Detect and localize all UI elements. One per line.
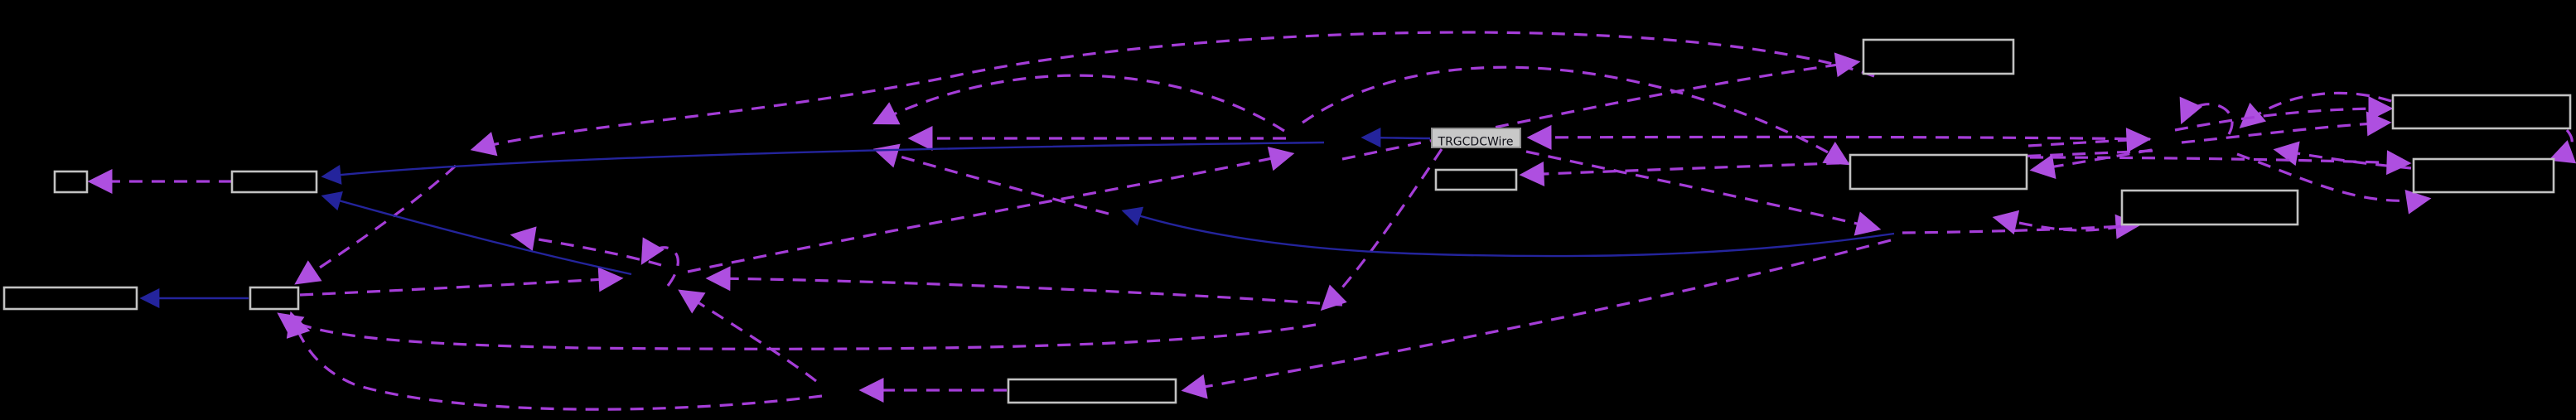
graph-node-box-right-mid[interactable] [1849,153,2028,191]
graph-edge-inh-hubD-to-b2-lower [321,191,632,276]
graph-node-box-top-right[interactable] [1862,38,2015,75]
graph-edge-dep-hubD-to-H [687,147,1295,273]
graph-edge-dep-F-to-b8 [1902,214,2141,239]
graph-edge-dep-b5-to-b7-left [2029,150,2412,176]
graph-node-box-below-current[interactable] [1434,168,1518,191]
graph-edge-inh-to-b2-upper [321,141,1325,185]
graph-edge-dep-current-to-F [1525,150,1882,236]
graph-edge-dep-E-to-current [1526,124,2151,150]
graph-node-box-left-mid[interactable] [230,170,318,194]
graph-edge-dep-b5-to-E [2027,128,2152,153]
graph-edge-dep-b6-to-E [2239,91,2392,128]
graph-edge-dep-F-to-b9 [1181,239,1892,399]
graph-node-box-right-lower[interactable] [2120,189,2299,226]
graph-node-box-left-small[interactable] [53,170,89,194]
graph-edge-dep-to-topright [1341,52,1861,161]
graph-edge-dep-topright-long [470,31,1875,157]
graph-node-box-farright-top[interactable] [2391,94,2572,130]
graph-edge-dep-E-to-b6-a [2174,96,2394,132]
graph-edge-dep-current-to-J [1320,148,1443,311]
current-node-label: TRGCDCWire [1438,136,1514,149]
graph-edge-dep-E-to-b5 [2029,148,2153,179]
graph-node-box-bottomleft-hub[interactable] [249,286,300,311]
graph-edge-dep-hubD-selfloop [640,237,679,287]
graph-edge-dep-J-to-b4-sweep [277,312,1317,350]
graph-edge-dep-A-to-b4-sweep [286,311,823,411]
node-layer [2,38,2572,404]
graph-edge-dep-into-hubD-right [705,266,1343,307]
graph-node-box-bottom-center[interactable] [1007,378,1177,404]
graph-edge-dep-E-to-b7-bottom [2236,152,2432,215]
graph-edge-dep-E-to-b6-b [2181,111,2392,144]
graph-edge-dep-E-selfloop [2179,96,2234,135]
graph-node-box-farright-bottom[interactable] [2412,157,2555,194]
graph-edge-dep-G-to-H1 [872,143,1109,215]
graph-node-box-bottomleft-wide[interactable] [2,286,138,311]
graph-edge-dep-H-to-H1-arc [872,74,1285,133]
graph-edge-dep-A-to-hubD [678,289,817,383]
graph-edge-inh-F-to-G [1121,206,1895,258]
graph-edge-dep-b8-to-belowb5 [1992,210,2122,235]
current-node-box [1431,128,1521,148]
graph-edge-dep-hubD-upleft [510,226,662,267]
graph-edge-dep-b4-to-hubD [299,267,624,297]
graph-edge-dep-H-to-b5 [1302,65,1850,166]
graph-edge-dep-b6-b7-bracket [2548,128,2576,164]
graph-edge-dep-b7-to-E [2273,141,2412,170]
graph-edge-dep-K-to-b4-top [294,164,457,285]
graph-node-trgcdcwire: TRGCDCWire [1431,128,1521,149]
edge-layer [87,31,2576,411]
